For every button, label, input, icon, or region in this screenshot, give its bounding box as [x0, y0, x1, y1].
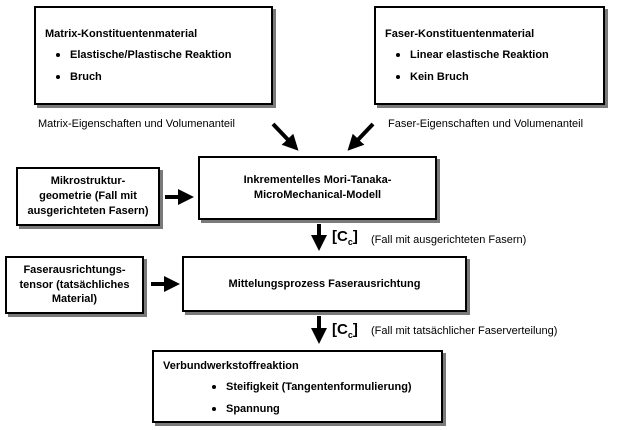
cc-sub: c	[347, 330, 353, 340]
composite-box-title: Verbundwerkstoffreaktion	[163, 360, 299, 372]
matrix-constituent-box: Matrix-Konstituentenmaterial Elastische/…	[34, 6, 273, 105]
bracket-close: ]	[352, 321, 358, 338]
microstructure-line: geometrie (Fall mit	[39, 190, 137, 203]
arrow-fiber-to-model	[347, 122, 375, 151]
cc-sub: c	[347, 237, 353, 247]
mori-tanaka-model-box: Inkrementelles Mori-Tanaka- MicroMechani…	[198, 156, 437, 220]
list-item: Bruch	[56, 70, 231, 85]
fiber-box-title: Faser-Konstituentenmaterial	[385, 28, 535, 40]
bracket-open: [	[332, 321, 337, 338]
list-item: Spannung	[212, 402, 412, 417]
fiber-constituent-box: Faser-Konstituentenmaterial Linear elast…	[374, 6, 605, 105]
orientation-tensor-box: Faserausrichtungs- tensor (tatsächliches…	[5, 256, 144, 314]
microstructure-line: ausgerichteten Fasern)	[27, 204, 149, 217]
tensor-line: tensor (tatsächliches	[19, 278, 130, 291]
bracket-open: [	[332, 228, 337, 245]
arrow-matrix-to-model	[271, 122, 299, 151]
note-aligned-fibers: (Fall mit ausgerichteten Fasern)	[371, 234, 527, 246]
tensor-line: Material)	[51, 293, 98, 306]
microstructure-geometry-box: Mikrostruktur- geometrie (Fall mit ausge…	[16, 167, 160, 226]
list-item: Elastische/Plastische Reaktion	[56, 48, 231, 63]
cc-symbol-actual: [Cc]	[332, 321, 358, 340]
cc-symbol-aligned: [Cc]	[332, 228, 358, 247]
model-line: MicroMechanical-Modell	[253, 189, 382, 201]
cc-main: C	[337, 321, 348, 338]
averaging-process-box: Mittelungsprozess Faserausrichtung	[182, 256, 467, 312]
cc-main: C	[337, 228, 348, 245]
list-item: Linear elastische Reaktion	[396, 48, 549, 63]
matrix-box-list: Elastische/Plastische Reaktion Bruch	[56, 48, 231, 92]
note-actual-distribution: (Fall mit tatsächlicher Faserverteilung)	[371, 325, 558, 337]
composite-box-list: Steifigkeit (Tangentenformulierung) Span…	[212, 380, 412, 424]
list-item: Kein Bruch	[396, 70, 549, 85]
matrix-box-title: Matrix-Konstituentenmaterial	[45, 28, 198, 40]
fiber-properties-label: Faser-Eigenschaften und Volumenanteil	[388, 118, 584, 130]
fiber-box-list: Linear elastische Reaktion Kein Bruch	[396, 48, 549, 92]
averaging-text: Mittelungsprozess Faserausrichtung	[228, 277, 421, 290]
list-item: Steifigkeit (Tangentenformulierung)	[212, 380, 412, 395]
composite-response-box: Verbundwerkstoffreaktion Steifigkeit (Ta…	[152, 350, 443, 423]
tensor-line: Faserausrichtungs-	[23, 263, 126, 276]
bracket-close: ]	[352, 228, 358, 245]
matrix-properties-label: Matrix-Eigenschaften und Volumenanteil	[38, 118, 235, 130]
model-line: Inkrementelles Mori-Tanaka-	[243, 174, 392, 187]
microstructure-line: Mikrostruktur-	[50, 175, 126, 188]
